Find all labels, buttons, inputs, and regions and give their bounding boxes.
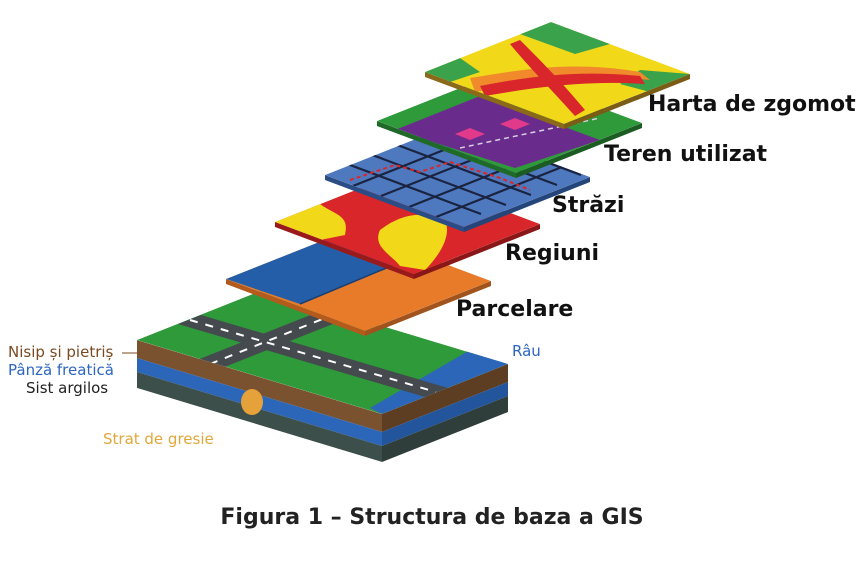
base-right-slate [382,396,508,462]
noise-map-layer [425,22,690,129]
sandstone-pocket [241,389,263,415]
landuse-pink-block-2 [500,118,530,130]
road-ew-markings [209,315,331,365]
figure-caption: Figura 1 – Structura de baza a GIS [220,505,644,530]
label-river: Râu [512,342,541,360]
region-yellow-west [275,204,346,240]
clay-shale-stratum [137,372,382,462]
label-sandstone: Strat de gresie [103,430,214,448]
sand-gravel-stratum [137,340,382,432]
label-parcels: Parcelare [456,297,574,322]
landuse-pink-block [455,128,485,140]
label-streets: Străzi [552,193,625,218]
noise-green-west [425,58,480,82]
label-noise-map: Harta de zgomot [648,92,856,117]
landuse-purple-zone [395,96,600,168]
streets-layer [325,125,590,232]
label-clay-shale: Sist argilos [26,379,109,397]
land-use-layer [377,71,642,178]
noise-red-hotspot-ns [510,40,585,116]
label-regions: Regiuni [505,241,600,266]
base-block [137,290,508,462]
noise-green-north [520,22,610,54]
street-route [349,160,531,191]
region-yellow-center [378,214,448,270]
base-right-soil [382,364,508,432]
base-right-water [382,382,508,446]
road-ns-markings [189,319,437,393]
label-sand-gravel: Nisip și pietriș [8,343,114,361]
river [370,350,508,414]
label-groundwater: Pânză freatică [8,361,114,379]
label-land-use: Teren utilizat [604,142,768,167]
